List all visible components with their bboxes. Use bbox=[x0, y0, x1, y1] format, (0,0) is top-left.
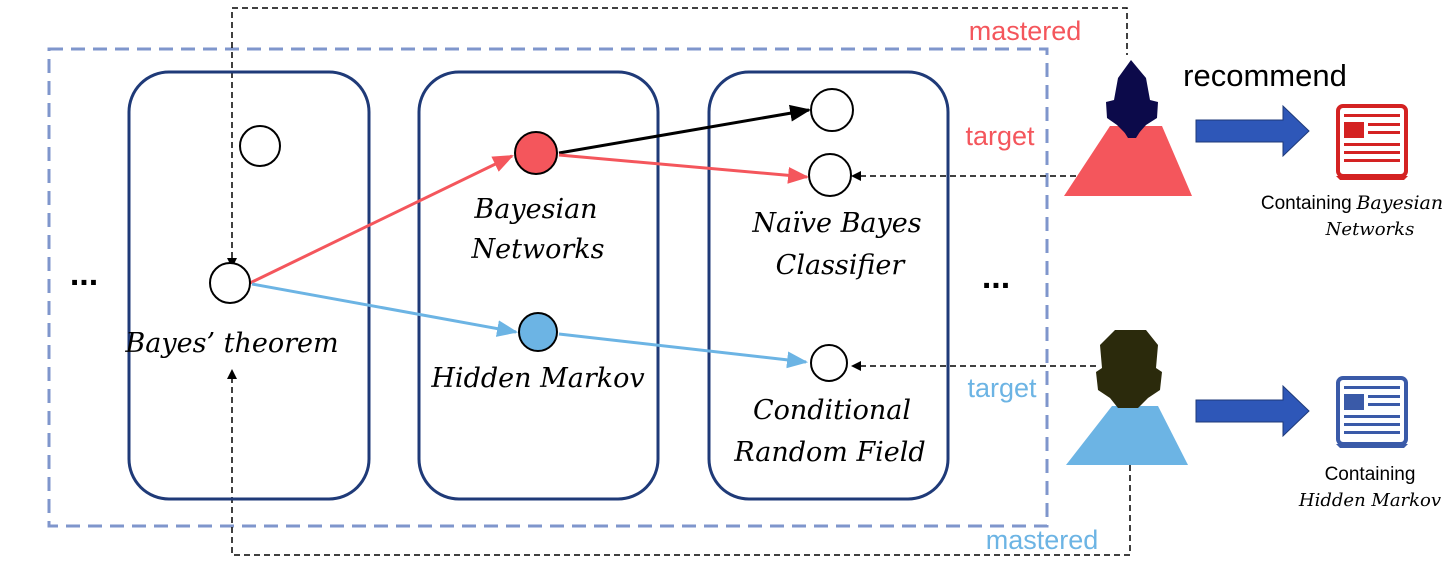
label-naive-bayes-2: Classifier bbox=[776, 250, 907, 281]
label-target-top: target bbox=[965, 121, 1035, 151]
label-bayesian-networks-1: Bayesian bbox=[473, 194, 597, 225]
node-hidden-markov bbox=[518, 312, 558, 352]
edge-bayes-to-hmm bbox=[251, 282, 519, 337]
doc-bottom-prefix: Containing bbox=[1325, 464, 1416, 485]
label-mastered-bottom: mastered bbox=[986, 525, 1099, 555]
label-naive-bayes-1: Naïve Bayes bbox=[751, 208, 921, 239]
label-crf-2: Random Field bbox=[733, 437, 925, 468]
node-bayes-theorem bbox=[209, 262, 251, 304]
edge-bayes-to-bn bbox=[249, 154, 514, 285]
label-bayesian-networks-2: Networks bbox=[471, 234, 605, 265]
mastered-bottom-path bbox=[231, 378, 1131, 556]
ellipsis-right: ... bbox=[982, 258, 1010, 296]
concept-box-1 bbox=[127, 70, 371, 501]
mastered-bottom-arrowhead bbox=[227, 369, 237, 379]
label-mastered-top: mastered bbox=[969, 16, 1082, 46]
user-top-icon bbox=[1064, 60, 1192, 196]
doc-top-topic-1: Bayesian bbox=[1355, 192, 1443, 214]
document-icon-blue bbox=[1336, 376, 1408, 448]
concept-box-2 bbox=[417, 70, 660, 501]
document-icon-red bbox=[1336, 104, 1408, 180]
mastered-top-path bbox=[231, 7, 1128, 258]
label-target-bottom: target bbox=[967, 373, 1037, 403]
recommend-arrow-top bbox=[1195, 104, 1310, 158]
edge-bn-to-naive bbox=[558, 153, 810, 184]
doc-top-topic-2: Networks bbox=[1325, 219, 1415, 240]
label-bayes-theorem: Bayes’ theorem bbox=[124, 328, 338, 359]
node-bayesian-networks bbox=[514, 131, 558, 175]
user-bottom-icon bbox=[1066, 330, 1188, 465]
domain-region bbox=[47, 47, 1049, 528]
label-recommend: recommend bbox=[1183, 58, 1347, 93]
doc-bottom-topic: Hidden Markov bbox=[1298, 490, 1441, 511]
label-crf-1: Conditional bbox=[753, 395, 911, 426]
edge-hmm-to-crf bbox=[558, 332, 809, 369]
ellipsis-left: ... bbox=[70, 255, 98, 293]
target-arrowhead-bottom bbox=[851, 361, 861, 371]
node-empty-box1 bbox=[239, 125, 281, 167]
doc-top-caption: Containing Bayesian bbox=[1261, 192, 1443, 214]
concept-box-3 bbox=[707, 70, 950, 501]
node-empty-box3 bbox=[810, 88, 854, 132]
doc-top-prefix: Containing bbox=[1261, 193, 1352, 214]
recommend-arrow-bottom bbox=[1195, 384, 1310, 438]
edge-bn-to-top bbox=[558, 104, 812, 155]
target-arrowhead-top bbox=[851, 171, 861, 181]
node-crf bbox=[810, 344, 848, 382]
node-naive-bayes bbox=[808, 153, 852, 197]
label-hidden-markov: Hidden Markov bbox=[430, 363, 644, 394]
